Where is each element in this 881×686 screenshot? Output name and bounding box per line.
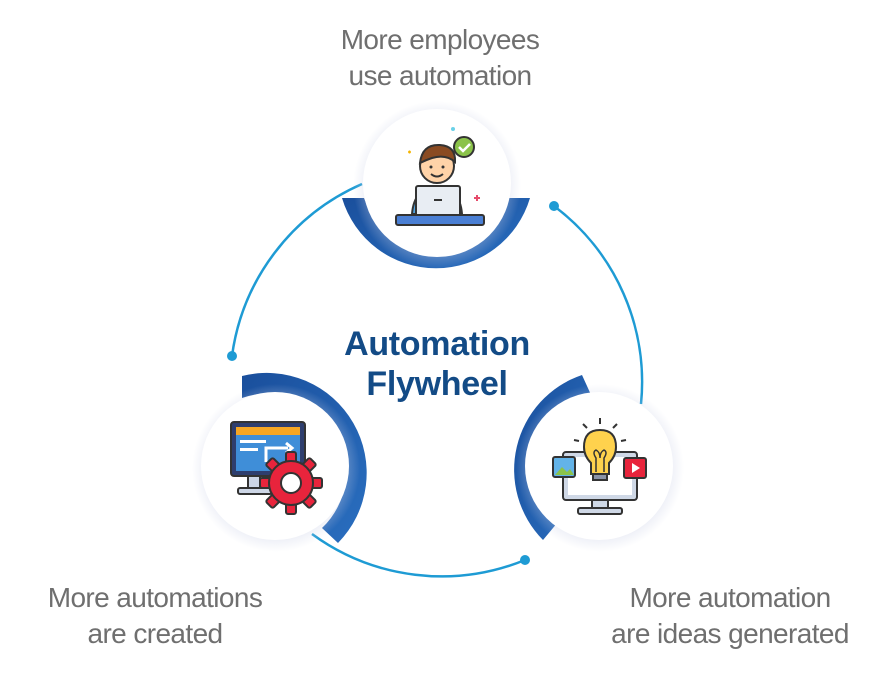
connector-dot-right [549, 201, 559, 211]
connector-top-to-right [553, 204, 644, 405]
node-left-label-line1: More automations [47, 582, 263, 613]
employee-laptop-icon [395, 127, 485, 226]
automation-monitor-gear-icon [230, 421, 323, 515]
node-top-label-line1: More employees [340, 24, 540, 55]
node-top-label-line2: use automation [348, 60, 532, 91]
node-left [192, 372, 367, 552]
node-right-label-line2: are ideas generated [611, 618, 849, 649]
center-title-line2: Flywheel [366, 365, 508, 403]
node-right-label: More automation are ideas generated [585, 580, 875, 652]
idea-monitor-icon [552, 418, 647, 515]
cycle-connector-dots [227, 201, 559, 565]
connector-dot-left [227, 351, 237, 361]
node-top [342, 101, 530, 269]
cycle-connector-lines [230, 182, 644, 578]
connector-left-to-right [311, 532, 526, 578]
node-right-label-line1: More automation [629, 582, 831, 613]
connector-top-to-left [230, 182, 363, 357]
connector-dot-bottom [520, 555, 530, 565]
node-left-label: More automations are created [20, 580, 290, 652]
center-title: Automation Flywheel [300, 324, 574, 404]
node-left-label-line2: are created [87, 618, 223, 649]
node-top-label: More employees use automation [290, 22, 590, 94]
center-title-line1: Automation [344, 325, 530, 363]
node-right [514, 375, 684, 552]
